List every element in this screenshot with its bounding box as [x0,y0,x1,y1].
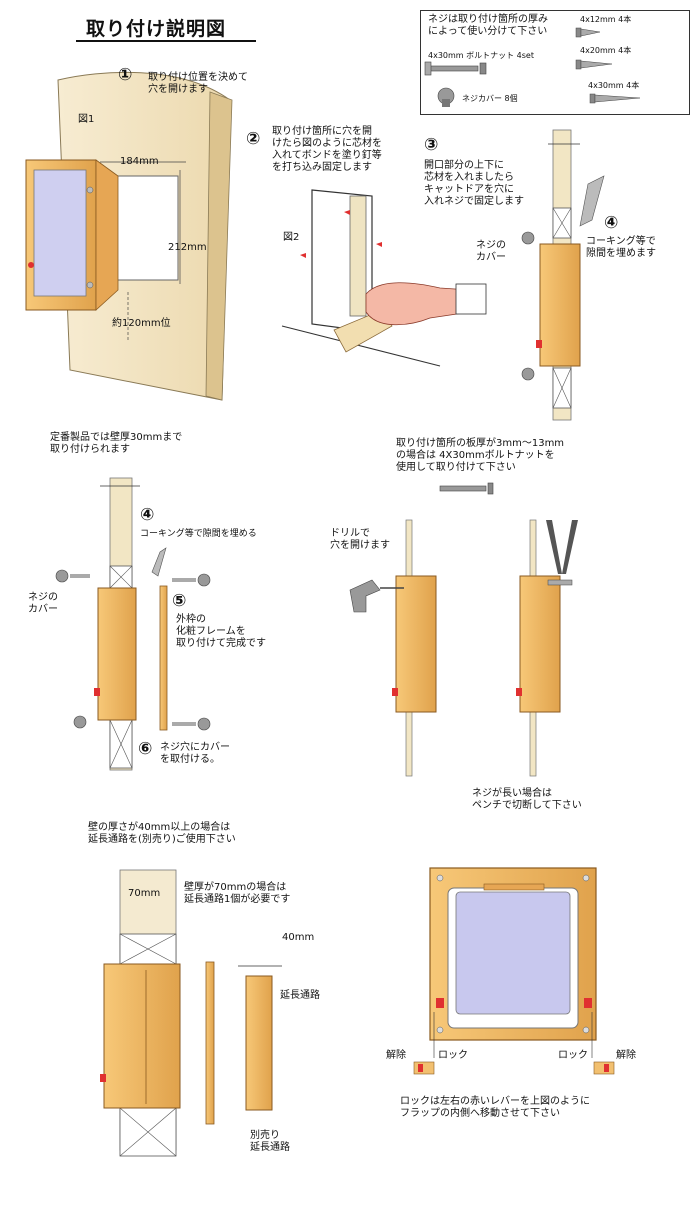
bolt-nut-note: 取り付け箇所の板厚が3mm～13mm の場合は 4X30mmボルトナットを 使用… [396,438,565,473]
step-2-number: ② [246,129,261,149]
dim-70-label: 70mm [128,888,161,899]
step-3-number: ③ [424,135,439,155]
screw-cover-label-mid: ネジの カバー [28,592,58,615]
sold-separately-label: 別売り 延長通路 [250,1130,290,1153]
step-2-text: 取り付け箇所に穴を開 けたら図のように芯材を 入れてボンドを塗り釘等 を打ち込み… [272,126,382,173]
fig2-opening [281,189,487,367]
screw-30-icon [589,93,641,104]
page-title: 取り付け説明図 [86,18,227,40]
bolt-illustration [439,482,494,495]
thickness-70-note: 壁厚が70mmの場合は 延長通路1個が必要です [184,882,291,905]
thickness-note: 定番製品では壁厚30mmまで 取り付けられます [50,432,183,455]
legend-screw-30: 4x30mm 4本 [588,81,640,90]
step-1-number: ① [118,65,133,85]
fig1-label: 図1 [78,114,95,125]
lock-instruction: ロックは左右の赤いレバーを上図のように フラップの内側へ移動させて下さい [400,1096,590,1119]
step-3-text: 開口部分の上下に 芯材を入れましたら キャットドアを穴に 入れネジで固定します [424,160,524,207]
screw-cover-label-top: ネジの カバー [476,240,506,263]
bolt-nut-icon [424,61,487,76]
drill-label: ドリルで 穴を開けます [330,528,390,551]
step-6-text: ネジ穴にカバー を取付ける。 [160,742,230,765]
extension-side-view [100,869,215,1157]
screw-legend-box [420,10,690,115]
step-5-text: 外枠の 化粧フレームを 取り付けて完成です [176,614,266,649]
legend-screw-12: 4x12mm 4本 [580,15,632,24]
lock-right-label: ロック [558,1050,588,1061]
extension-tunnel-label: 延長通路 [280,990,320,1001]
release-right-label: 解除 [616,1050,636,1061]
screw-cover-icon [437,87,455,107]
dim-40-label: 40mm [282,932,315,943]
long-screw-note: ネジが長い場合は ペンチで切断して下さい [472,788,582,811]
screw-12-icon [575,27,601,38]
step-4-text-mid: コーキング等で隙間を埋める [140,529,257,539]
step-1-text: 取り付け位置を決めて 穴を開けます [148,72,248,95]
legend-cover: ネジカバー 8個 [462,94,518,103]
step-5-number: ⑤ [172,591,187,611]
legend-screw-20: 4x20mm 4本 [580,46,632,55]
title-underline [76,40,256,42]
fig2-label: 図2 [283,232,300,243]
step-6-number: ⑥ [138,739,153,759]
legend-heading: ネジは取り付け箇所の厚み によって使い分けて下さい [428,14,548,37]
fig1-door [25,159,119,311]
step-4-number: ④ [604,213,619,233]
legend-bolt-nut: 4x30mm ボルトナット 4set [428,51,534,60]
drill-panel-view [349,519,437,777]
release-left-label: 解除 [386,1050,406,1061]
extension-note: 壁の厚さが40mm以上の場合は 延長通路を(別売り)ご使用下さい [88,822,236,845]
extension-tunnel-part [238,965,282,1111]
dim-height-label: 212mm [168,242,207,253]
door-front-view [413,867,615,1075]
pliers-panel-view [516,519,578,777]
screw-20-icon [575,59,613,70]
dim-width-label: 184mm [120,156,159,167]
lock-left-label: ロック [438,1050,468,1061]
step-4-number-mid: ④ [140,505,155,525]
dim-floor-label: 約120mm位 [112,318,171,329]
fig3-side-view [521,129,605,421]
fig1-wall [57,71,233,401]
mid-left-side-view [55,477,211,771]
step-4-text: コーキング等で 隙間を埋めます [586,236,656,259]
